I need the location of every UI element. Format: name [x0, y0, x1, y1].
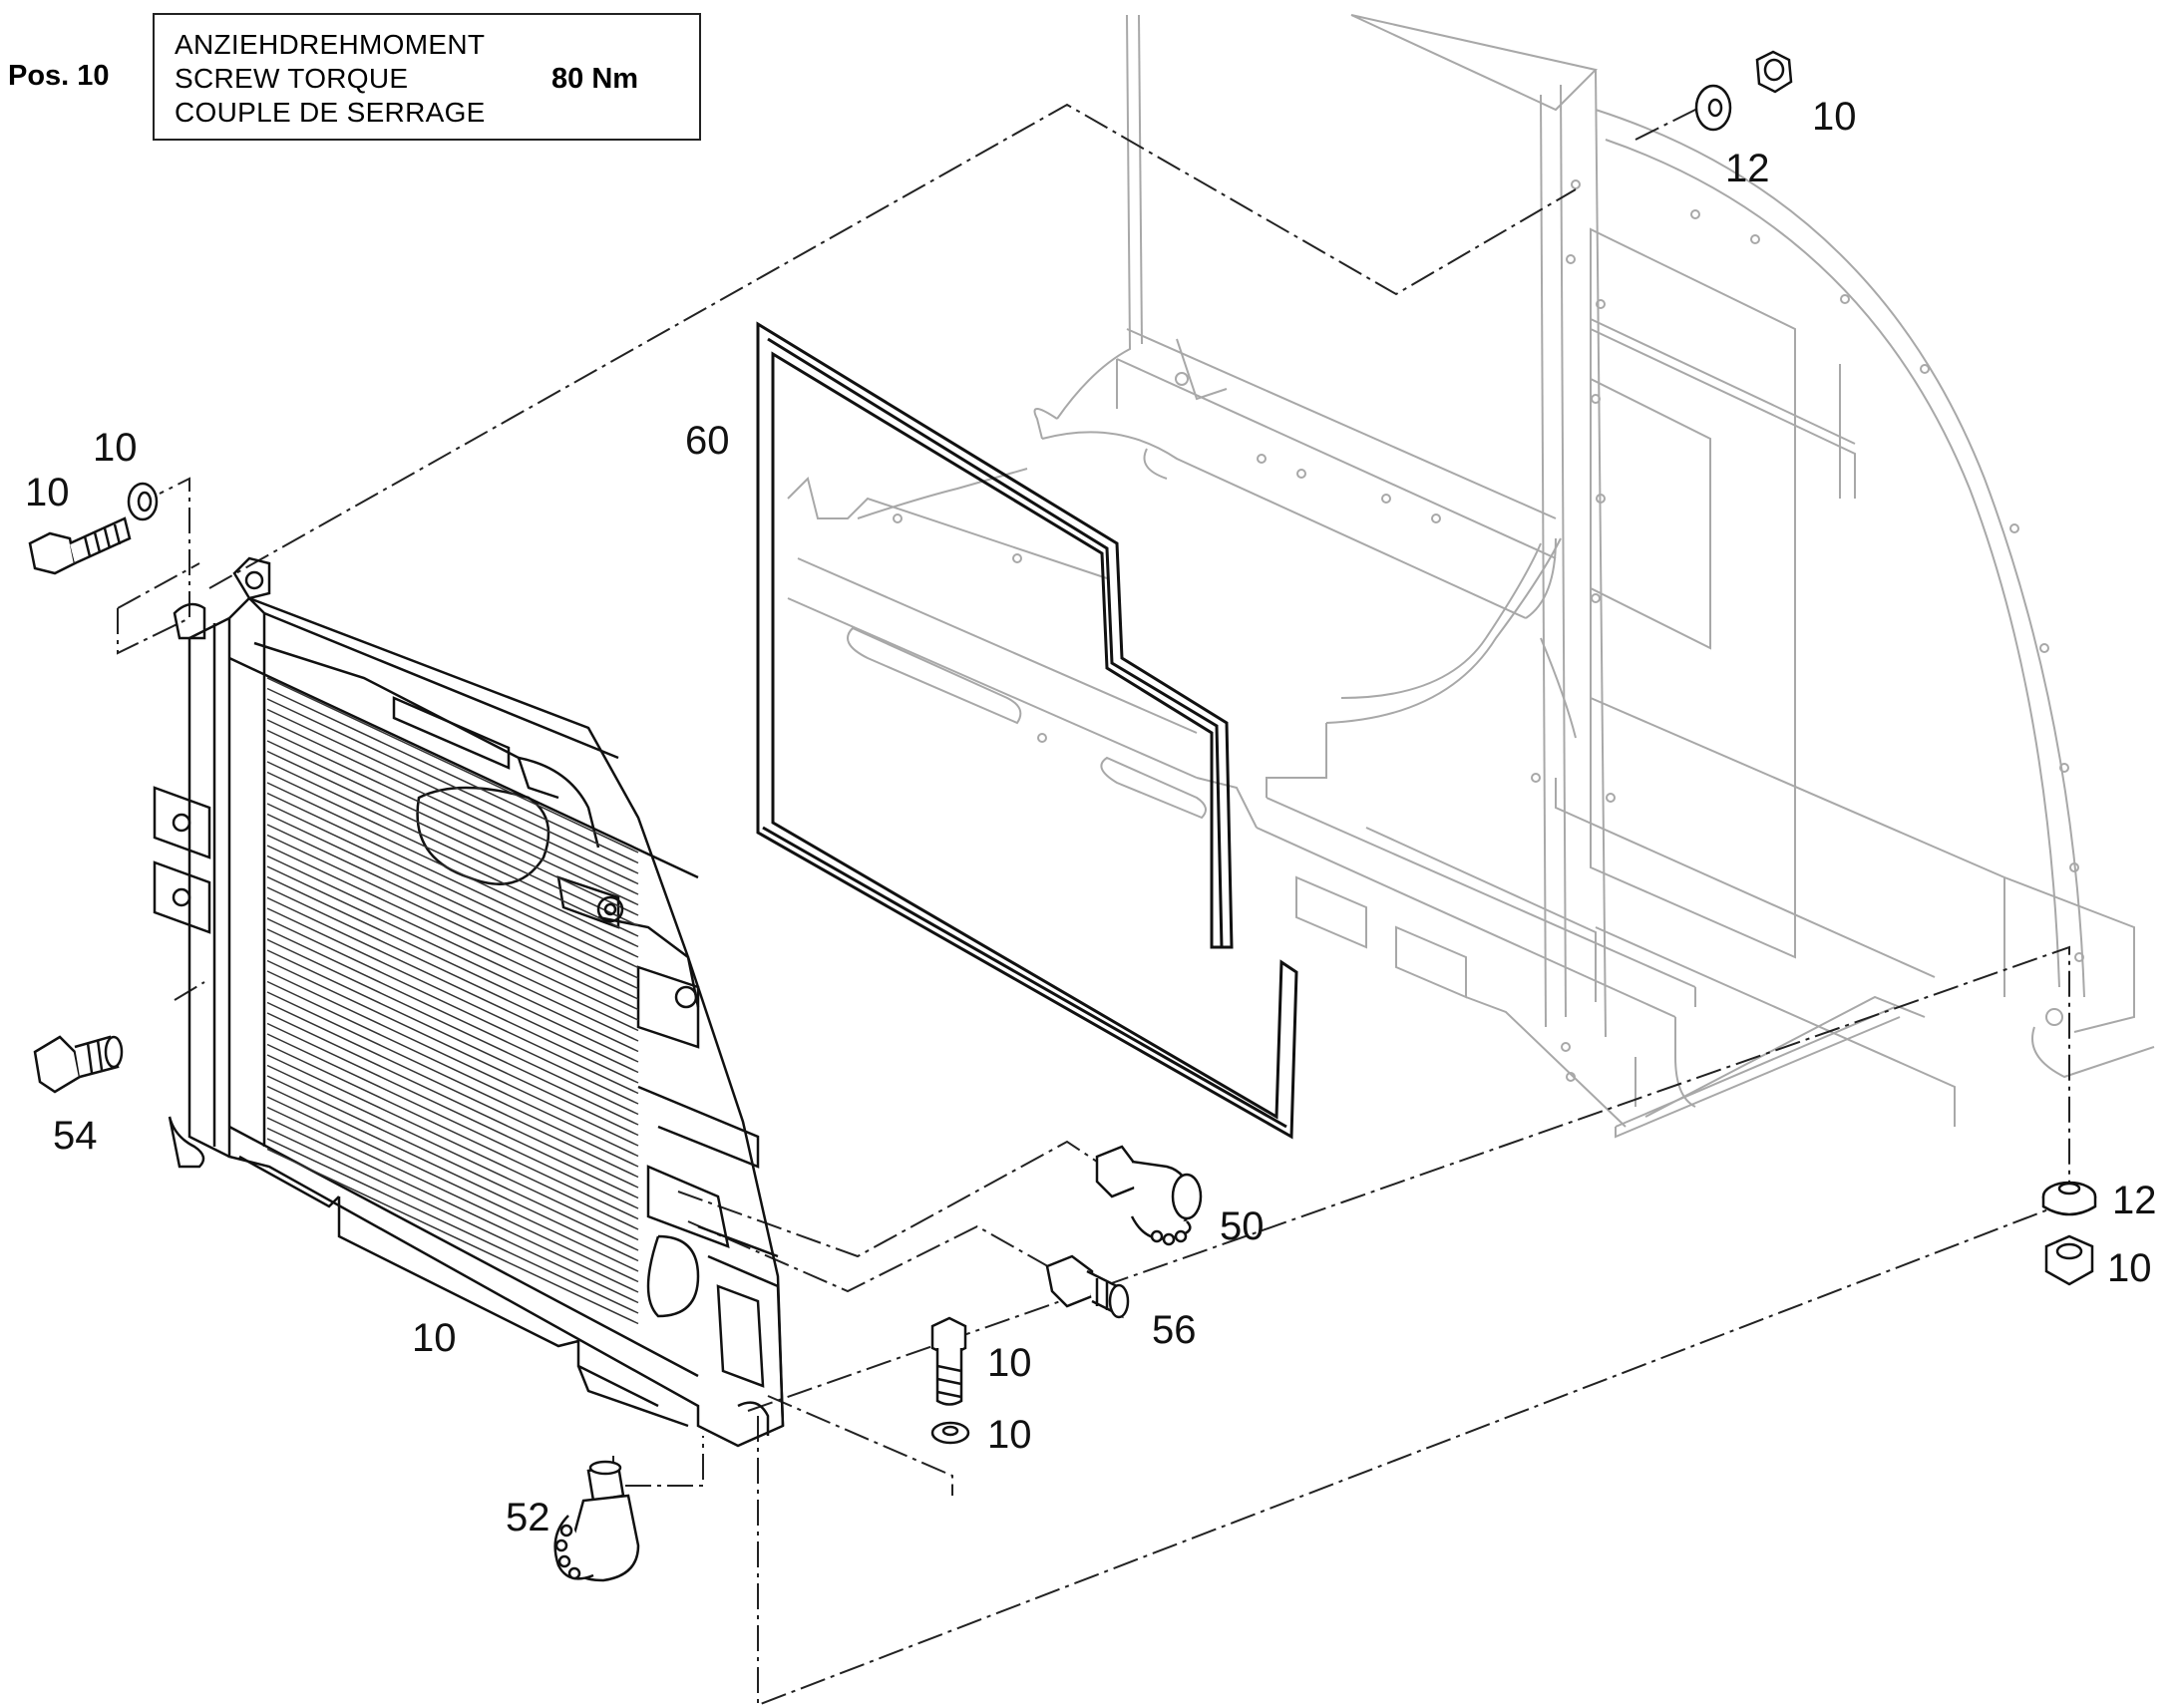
quick-coupler-52 [553, 1460, 640, 1582]
bolt-bottom [930, 1316, 967, 1406]
callout-washer-right: 12 [2112, 1179, 2157, 1222]
radiator-fin [266, 719, 639, 895]
radiator-fin [266, 771, 639, 948]
callout-fitting-56: 56 [1152, 1308, 1197, 1352]
washer-right [2041, 1181, 2097, 1216]
radiator-fin [266, 677, 639, 854]
radiator-fin [266, 782, 639, 958]
radiator-fin [266, 1043, 639, 1220]
torque-value: 80 Nm [551, 63, 639, 95]
radiator-fin [266, 1022, 639, 1199]
callout-gasket: 60 [685, 419, 730, 463]
radiator-fin [266, 698, 639, 874]
position-label: Pos. 10 [8, 60, 110, 92]
callout-coupler-52: 52 [506, 1496, 550, 1539]
callout-bolt-left: 10 [25, 471, 70, 514]
radiator-fin [266, 949, 639, 1126]
radiator-fin [266, 813, 639, 990]
radiator-fin [266, 1054, 639, 1230]
radiator-fin [266, 854, 639, 1032]
radiator-fin [266, 1148, 639, 1325]
torque-label-en: SCREW TORQUE [175, 63, 409, 94]
fitting-56 [1045, 1254, 1130, 1319]
nut-right [2044, 1234, 2094, 1286]
radiator-fin [266, 792, 639, 969]
callout-fitting-54: 54 [53, 1114, 98, 1158]
radiator-fin [266, 1096, 639, 1272]
radiator-fin [266, 1012, 639, 1189]
radiator-fin [266, 708, 639, 885]
radiator-mounting-tabs [153, 556, 698, 1009]
radiator-fin [266, 1085, 639, 1262]
callout-labels: 10 12 10 10 60 54 50 56 10 10 10 52 12 1… [25, 95, 2157, 1539]
radiator-fin [266, 980, 639, 1158]
radiator-fin [266, 1138, 639, 1314]
washer-bottom [930, 1421, 970, 1445]
quick-coupler-50 [1095, 1145, 1203, 1246]
gasket-60 [756, 321, 1298, 1140]
radiator-fin [266, 803, 639, 979]
radiator-fin [266, 729, 639, 906]
callout-washer-top: 12 [1725, 147, 1770, 190]
radiator-fin [266, 875, 639, 1053]
callout-coupler-50: 50 [1220, 1204, 1265, 1248]
radiator-fin [266, 928, 639, 1105]
torque-label-de: ANZIEHDREHMOMENT [175, 29, 486, 60]
radiator-fin [266, 917, 639, 1095]
radiator-fin [266, 824, 639, 1000]
radiator-fin [266, 1064, 639, 1241]
radiator-fin [266, 845, 639, 1021]
radiator-fin [266, 991, 639, 1168]
radiator-fin [266, 907, 639, 1084]
radiator-fin [266, 740, 639, 916]
torque-label-fr: COUPLE DE SERRAGE [175, 97, 486, 128]
radiator-fin [266, 938, 639, 1116]
callout-washer-bottom: 10 [987, 1413, 1032, 1457]
assembly-lines [117, 103, 2070, 1707]
radiator-fin [266, 959, 639, 1137]
nut-top [1755, 50, 1793, 94]
washer-top [1694, 84, 1732, 132]
radiator-fin [266, 886, 639, 1063]
callout-radiator: 10 [412, 1316, 457, 1360]
radiator-fin [266, 1106, 639, 1283]
fitting-54 [33, 1035, 124, 1094]
callout-washer-left: 10 [93, 426, 138, 470]
callout-nut-top: 10 [1812, 95, 1857, 139]
radiator-fin [266, 834, 639, 1011]
radiator-fins [266, 677, 639, 1325]
callout-bolt-bottom: 10 [987, 1341, 1032, 1385]
radiator-fin [266, 1075, 639, 1251]
bolt-left [28, 516, 132, 575]
radiator-fin [266, 970, 639, 1147]
radiator-cooler [168, 596, 785, 1448]
radiator-fin [266, 865, 639, 1042]
washer-left [127, 482, 159, 521]
radiator-fin [266, 1127, 639, 1304]
radiator-fin [266, 1001, 639, 1179]
radiator-fin [266, 1117, 639, 1293]
radiator-fin [266, 1033, 639, 1209]
frame-structure [787, 14, 2155, 1139]
callout-nut-right: 10 [2107, 1246, 2152, 1290]
frame-holes [893, 179, 2084, 1082]
radiator-fin [266, 750, 639, 927]
radiator-fin [266, 687, 639, 864]
radiator-fin [266, 761, 639, 937]
radiator-fin [266, 896, 639, 1074]
torque-specification-box: ANZIEHDREHMOMENT SCREW TORQUE COUPLE DE … [153, 13, 701, 141]
